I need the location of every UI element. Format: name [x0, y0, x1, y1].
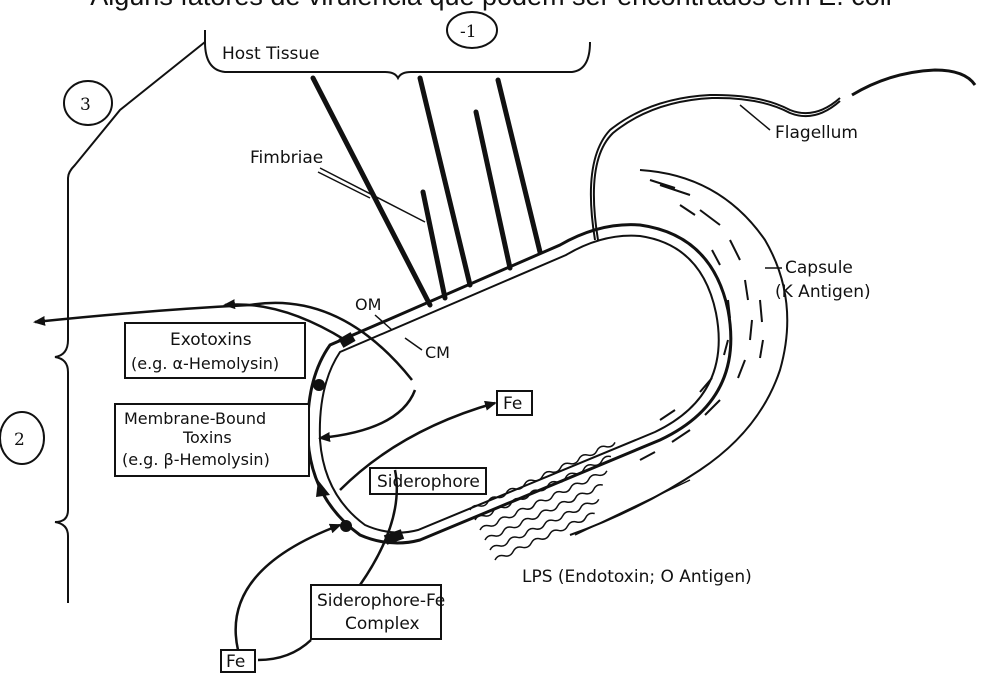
siderophore-fe-box: Siderophore-Fe Complex [311, 585, 445, 639]
lps-chains [469, 441, 616, 562]
host-tissue-label: Host Tissue [222, 44, 320, 64]
svg-text:Toxins: Toxins [182, 428, 232, 447]
cell-envelope [308, 225, 731, 543]
capsule-label-line2: (K Antigen) [775, 282, 871, 302]
fimbriae [313, 78, 540, 305]
svg-text:Exotoxins: Exotoxins [170, 330, 252, 350]
fimbriae-pointers [318, 168, 425, 222]
diagram-title: Alguns fatores de virulência que podem s… [0, 0, 982, 12]
transporter-dot-upper [313, 379, 325, 391]
capsule-label-line1: Capsule [785, 258, 853, 278]
fe-bottom-box: Fe [221, 650, 255, 672]
svg-text:3: 3 [80, 95, 91, 115]
svg-text:Fe: Fe [226, 652, 245, 672]
annotation-circle-left-mid: 2 [0, 412, 44, 464]
annotation-circle-top: -1 [447, 12, 497, 48]
siderophore-box: Siderophore [370, 468, 486, 494]
cm-pointer [405, 338, 422, 350]
transporter-dot-lower [340, 520, 352, 532]
lps-underline [575, 480, 690, 535]
fimbriae-label: Fimbriae [250, 148, 323, 168]
fe-top-box: Fe [497, 391, 532, 415]
svg-text:Siderophore: Siderophore [377, 472, 480, 492]
svg-text:Siderophore-Fe: Siderophore-Fe [317, 591, 445, 611]
membrane-toxins-box: Membrane-Bound Toxins (e.g. β-Hemolysin) [115, 404, 309, 476]
membrane-toxin-anchor [316, 480, 330, 497]
svg-text:(e.g. β-Hemolysin): (e.g. β-Hemolysin) [122, 450, 270, 469]
flagellum-label: Flagellum [775, 123, 858, 143]
svg-text:-1: -1 [460, 22, 477, 42]
svg-text:2: 2 [14, 430, 25, 450]
outer-membrane [308, 225, 731, 543]
om-label: OM [355, 295, 381, 314]
cm-label: CM [425, 343, 450, 362]
exotoxins-box: Exotoxins (e.g. α-Hemolysin) [125, 323, 305, 378]
om-pointer [375, 315, 392, 330]
lps-label: LPS (Endotoxin; O Antigen) [522, 567, 752, 587]
flagellum-pointer [740, 105, 770, 130]
svg-text:Fe: Fe [503, 394, 522, 414]
svg-text:Membrane-Bound: Membrane-Bound [124, 409, 266, 428]
flagellum [591, 70, 975, 240]
capsule [570, 170, 787, 535]
svg-text:Complex: Complex [345, 614, 420, 634]
svg-text:(e.g. α-Hemolysin): (e.g. α-Hemolysin) [131, 354, 279, 373]
annotation-circle-left-top: 3 [64, 81, 112, 125]
